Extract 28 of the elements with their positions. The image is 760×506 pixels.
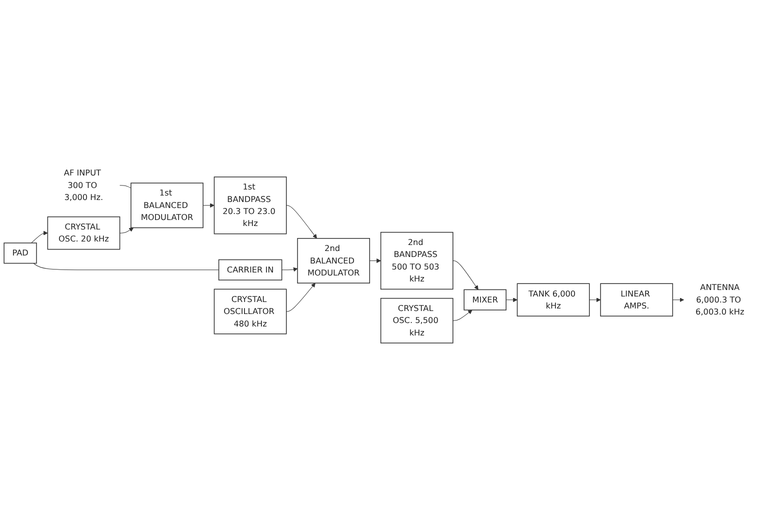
- arrow: [286, 205, 317, 239]
- arrow: [589, 298, 601, 302]
- arrow: [202, 203, 214, 208]
- arrow: [120, 228, 134, 234]
- node-box: MIXER: [464, 289, 506, 310]
- node-text: AF INPUT 300 TO 3,000 Hz.: [64, 168, 104, 202]
- arrow: [452, 260, 478, 290]
- node-box: CRYSTAL OSC. 20 kHz: [47, 216, 120, 250]
- arrow: [506, 298, 518, 302]
- connector: [120, 185, 132, 188]
- node-box: CRYSTAL OSC. 5,500 kHz: [380, 298, 454, 344]
- arrow: [286, 282, 316, 312]
- arrow: [369, 258, 381, 263]
- node-box: 1st BANDPASS 20.3 TO 23.0 kHz: [214, 176, 287, 234]
- node-box: TANK 6,000 kHz: [516, 283, 590, 316]
- node-box: CARRIER IN: [218, 259, 282, 280]
- node-box: 2nd BANDPASS 500 TO 503 kHz: [380, 232, 454, 290]
- arrow: [672, 298, 684, 302]
- node-box: 1st BALANCED MODULATOR: [130, 182, 204, 228]
- node-text: ANTENNA 6,000.3 TO 6,003.0 kHz: [696, 282, 744, 317]
- arrow: [452, 310, 472, 321]
- node-box: CRYSTAL OSCILLATOR 480 kHz: [214, 288, 287, 334]
- connector: [33, 263, 220, 270]
- node-box: 2nd BALANCED MODULATOR: [297, 238, 370, 284]
- arrow: [282, 267, 298, 272]
- arrow: [31, 230, 48, 244]
- node-box: PAD: [4, 242, 37, 264]
- node-box: LINEAR AMPS.: [600, 283, 674, 316]
